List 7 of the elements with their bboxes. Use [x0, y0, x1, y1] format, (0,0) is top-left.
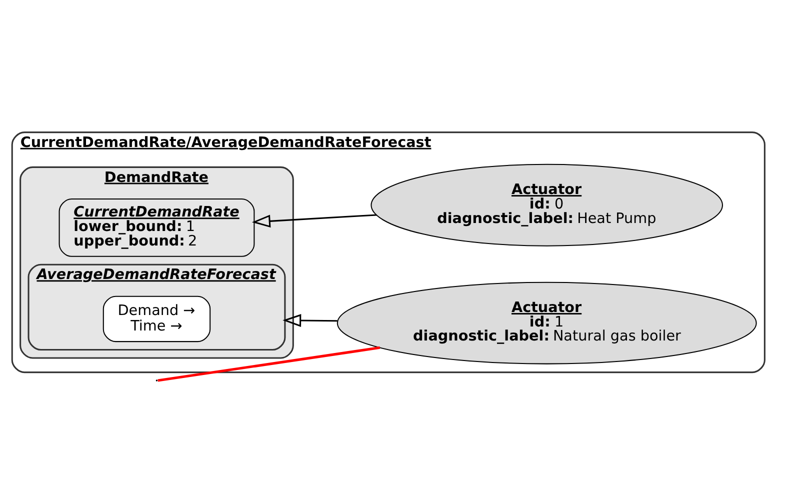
arrow [282, 314, 338, 326]
arrow [252, 214, 377, 228]
node-box: Demand → Time → [102, 295, 211, 342]
connector [158, 346, 380, 382]
node-box: CurrentDemandRate lower_bound: 1 upper_bound: 2 [58, 198, 255, 256]
node-ellipse: Actuator id: 0 diagnostic_label: Heat Pump [370, 163, 724, 246]
node-ellipse: Actuator id: 1 diagnostic_label: Natural gas boiler [336, 281, 757, 364]
